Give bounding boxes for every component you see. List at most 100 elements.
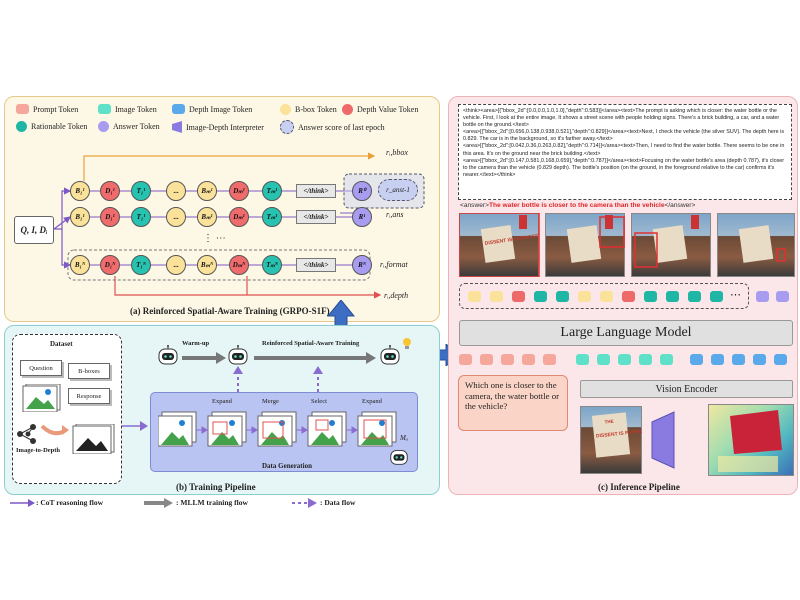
seq-rationable-token [688, 291, 701, 302]
reward-bbox: rᵢ,bbox [386, 148, 408, 157]
legend-depth-value: Depth Value Token [342, 104, 418, 115]
cot-line-3: <area>[{"bbox_2d":[0.042,0.36,0.263,0.82… [463, 143, 785, 157]
legend-answer-label: Answer Token [113, 122, 160, 131]
panel-a-caption: (a) Reinforced Spatial-Aware Training (G… [130, 306, 330, 316]
seq-depth-token [512, 291, 525, 302]
answer-open-tag: <answer> [460, 202, 489, 209]
legend-rationable-label: Rationable Token [31, 122, 88, 131]
input-depth-token [774, 354, 787, 365]
generator-robot-icon [390, 450, 408, 465]
input-image-token [660, 354, 673, 365]
row2-depth-token-m: Dₘ¹ [229, 207, 249, 227]
reward-answer: rᵢ,ans [386, 210, 404, 219]
row1-depth-token-m: Dₘ¹ [229, 181, 249, 201]
seq-rationable-token [556, 291, 569, 302]
prompt-token-swatch [16, 104, 29, 114]
question-box: Which one is closer to the camera, the w… [458, 375, 568, 431]
input-depth-token [732, 354, 745, 365]
answer-line: <answer>The water bottle is closer to th… [460, 202, 790, 209]
row3-bbox-token-m: Bₘᴺ [197, 255, 217, 275]
data-flow-arrow-icon [292, 498, 317, 508]
legend-answer-score: Answer score of last epoch [280, 120, 385, 134]
seq-ellipsis: ⋯ [730, 289, 741, 301]
last-epoch-score: r_anst-1 [378, 179, 418, 201]
row3-rationable-token-1: T₁ᴺ [131, 255, 151, 275]
cot-line-4: <area>[{"bbox_2d":[0.147,0.581,0.168,0.6… [463, 157, 785, 178]
input-depth-token [753, 354, 766, 365]
legend-image: Image Token [98, 104, 157, 114]
dataset-to-gen-arrow [122, 421, 148, 431]
row3-think-end: </think> [296, 258, 336, 272]
input-depth-token [711, 354, 724, 365]
row1-bbox-token-1: B₁¹ [70, 181, 90, 201]
cot-line-2: <area>[{"bbox_2d":[0.656,0.138,0.938,0.5… [463, 129, 785, 143]
interpreter-icon [172, 121, 182, 133]
row1-think-end: </think> [296, 184, 336, 198]
row2-rationable-token-m: Tₘ¹ [262, 207, 282, 227]
legend-bbox: B-box Token [280, 104, 337, 115]
photo-overlays: DISSENT IS PATRIOTIC [459, 213, 786, 277]
seq-rationable-token [534, 291, 547, 302]
data-generation-label: Data Generation [262, 462, 312, 470]
rows-ellipsis: ⋮ ⋯ [203, 233, 226, 244]
large-language-model-box: Large Language Model [459, 320, 793, 346]
seq-bbox-token [578, 291, 591, 302]
answer-close-tag: </answer> [664, 202, 696, 209]
image-icon [22, 384, 61, 412]
ma-label: Mₐ [400, 434, 408, 442]
seq-answer-token [756, 291, 769, 302]
seq-bbox-token [600, 291, 613, 302]
row2-answer-token: R¹ [352, 207, 372, 227]
cot-reasoning-box: <think><area>[{"bbox_2d":[0.0,0.0,1.0,1.… [458, 104, 792, 200]
legend-answer: Answer Token [98, 121, 160, 132]
seq-bbox-token [490, 291, 503, 302]
lightbulb-icon [403, 338, 411, 349]
robot-warmup-icon [228, 345, 248, 365]
input-prompt-token [543, 354, 556, 365]
input-query-box: Q, I, Dᵢ [14, 216, 54, 244]
legend-prompt: Prompt Token [16, 104, 78, 114]
row3-answer-token: Rᴺ [352, 255, 372, 275]
input-prompt-token [459, 354, 472, 365]
legend-bbox-label: B-box Token [295, 105, 337, 114]
input-query-label: Q, I, Dᵢ [20, 225, 48, 235]
row1-ellipsis: ... [166, 181, 186, 201]
row2-bbox-token-1: B₁¹ [70, 207, 90, 227]
row3-rationable-token-m: Tₘᴺ [262, 255, 282, 275]
bbox-token-swatch [280, 104, 291, 115]
row1-depth-token-1: D₁¹ [100, 181, 120, 201]
step-merge: Merge [262, 398, 279, 405]
vision-encoder-box: Vision Encoder [580, 380, 793, 398]
rationable-token-swatch [16, 121, 27, 132]
input-image-token [576, 354, 589, 365]
image-to-depth-label: Image-to-Depth [16, 447, 61, 454]
cot-flow-label: : CoT reasoning flow [36, 498, 104, 507]
mllm-flow-label: : MLLM training flow [176, 498, 248, 507]
row2-rationable-token-1: T₁¹ [131, 207, 151, 227]
legend-interpreter-label: Image-Depth Interpreter [186, 122, 264, 132]
dataset-title: Dataset [50, 340, 73, 348]
curved-arrow-icon [40, 424, 69, 436]
legend-depth-image: Depth Image Token [172, 104, 252, 114]
reward-depth: rᵢ,depth [384, 291, 409, 300]
row2-bbox-token-m: Bₘ¹ [197, 207, 217, 227]
row1-rationable-token-1: T₁¹ [131, 181, 151, 201]
seq-depth-token [622, 291, 635, 302]
input-photo-sign-text: DISSENT IS PATRIOTIC [596, 428, 642, 440]
question-text: Which one is closer to the camera, the w… [465, 380, 560, 411]
seq-answer-token [776, 291, 789, 302]
answer-text: The water bottle is closer to the camera… [488, 202, 665, 209]
last-epoch-score-label: r_anst-1 [386, 186, 410, 194]
legend-prompt-label: Prompt Token [33, 104, 79, 114]
image-depth-interpreter-icon [651, 411, 675, 469]
row3-bbox-token-1: B₁ᴺ [70, 255, 90, 275]
row3-ellipsis: ... [166, 255, 186, 275]
input-photo-overlay: THE DISSENT IS PATRIOTIC [591, 412, 642, 458]
seq-rationable-token [644, 291, 657, 302]
robot-trained-icon [380, 345, 400, 365]
input-photo-sign-small: THE [604, 419, 613, 425]
row1-answer-token: R⁰ [352, 181, 372, 201]
answer-score-swatch [280, 120, 294, 134]
cot-flow-arrow-icon [10, 499, 35, 507]
input-prompt-token [480, 354, 493, 365]
